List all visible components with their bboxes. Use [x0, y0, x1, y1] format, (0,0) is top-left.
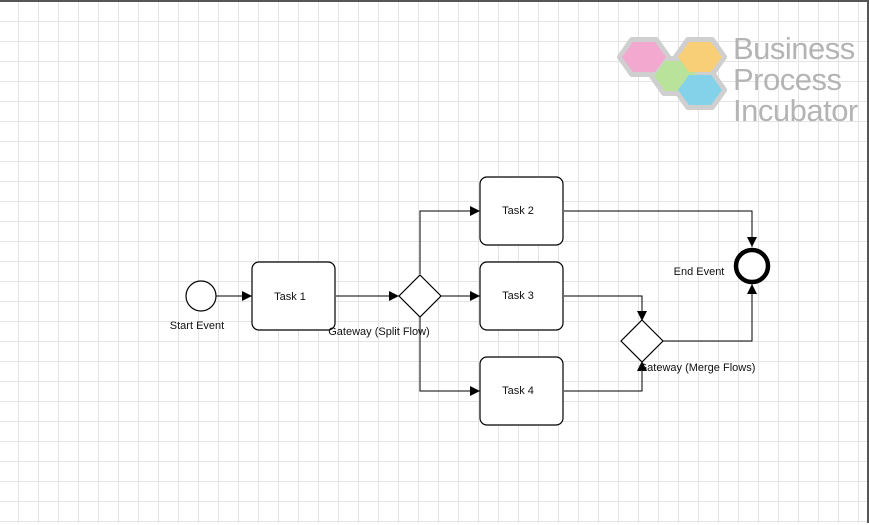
task2-label: Task 2 [502, 205, 534, 217]
end-event[interactable]: End Event [674, 247, 771, 285]
task3[interactable]: Task 3 [479, 261, 564, 331]
business-process-incubator-logo: Business Process Incubator [617, 31, 858, 128]
task1-label: Task 1 [274, 291, 306, 303]
task4[interactable]: Task 4 [479, 356, 564, 426]
task2[interactable]: Task 2 [479, 176, 564, 246]
end-event-label: End Event [674, 266, 725, 278]
start-event-label: Start Event [170, 320, 224, 332]
sequence-flows [216, 206, 757, 396]
logo-text-line3: Incubator [733, 93, 858, 128]
logo-hex-yellow [678, 42, 722, 72]
flow-split-to-task4[interactable] [419, 317, 480, 396]
flow-task2-to-end-event[interactable] [564, 210, 757, 247]
split-gateway-label: Gateway (Split Flow) [328, 326, 429, 338]
task4-label: Task 4 [502, 385, 534, 397]
logo-text-line1: Business [733, 31, 855, 66]
merge-gateway-label: Gateway (Merge Flows) [639, 362, 756, 374]
logo-hex-pink [622, 42, 666, 72]
logo-hex-blue [678, 75, 722, 105]
flow-split-to-task2[interactable] [419, 206, 480, 274]
split-gateway[interactable]: Gateway (Split Flow) [328, 274, 442, 338]
task1[interactable]: Task 1 [251, 261, 336, 331]
logo-hexagons-icon [617, 37, 727, 110]
start-event[interactable]: Start Event [170, 280, 224, 332]
task3-label: Task 3 [502, 290, 534, 302]
logo-text-line2: Process [733, 62, 841, 97]
flow-merge-to-end-event[interactable] [663, 284, 757, 342]
flow-task4-to-merge-gateway[interactable] [564, 361, 647, 392]
merge-gateway[interactable]: Gateway (Merge Flows) [620, 319, 756, 374]
flow-task3-to-merge-gateway[interactable] [564, 295, 647, 321]
